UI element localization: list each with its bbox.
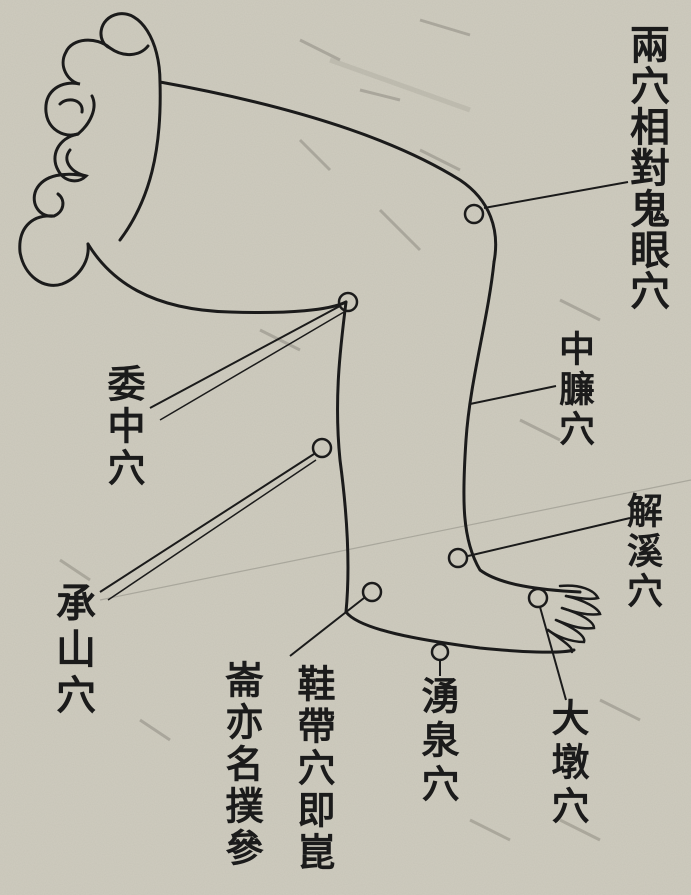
point-xiedai — [361, 581, 383, 603]
label-chengshan: 承山穴 — [49, 582, 96, 720]
label-taidun: 大墩穴 — [545, 698, 590, 830]
label-zhonglian: 中臁穴 — [553, 330, 595, 450]
point-jiexi — [447, 547, 469, 569]
sole-edge — [344, 610, 576, 654]
point-weizhong — [337, 291, 359, 313]
label-xiedai-line1: 鞋帶穴即崑 — [291, 664, 336, 874]
leader-weizhong-b — [159, 311, 345, 421]
label-yongquan: 湧泉穴 — [415, 676, 460, 808]
leader-taidun — [539, 606, 567, 701]
pencil-guideline — [99, 479, 691, 601]
inner-knee-line — [118, 80, 162, 242]
point-chengshan — [311, 437, 333, 459]
bleed-through-marks — [59, 18, 641, 842]
point-guiyan — [463, 203, 485, 225]
thigh-back-edge — [86, 242, 348, 315]
label-jiexi: 解溪穴 — [621, 492, 663, 612]
shin-front-edge — [462, 260, 582, 594]
leader-weizhong-a — [149, 305, 341, 409]
label-guiyan: 兩穴相對鬼眼穴 — [623, 24, 670, 311]
leader-chengshan-b — [107, 459, 317, 601]
label-xiedai-line2: 崙亦名撲參 — [219, 660, 264, 870]
leader-chengshan-a — [99, 453, 315, 593]
leader-xiedai — [289, 597, 365, 657]
leg-outline — [86, 80, 582, 654]
leader-jiexi — [467, 517, 631, 557]
label-weizhong: 委中穴 — [101, 364, 146, 490]
leader-zhonglian — [469, 385, 557, 405]
acupoint-markers — [99, 181, 631, 701]
calf-back-edge — [336, 300, 350, 614]
thigh-top-edge — [158, 80, 498, 264]
toes — [546, 584, 602, 654]
leader-guiyan — [483, 181, 629, 209]
point-taidun — [527, 587, 549, 609]
cloud-ornament — [18, 12, 162, 287]
